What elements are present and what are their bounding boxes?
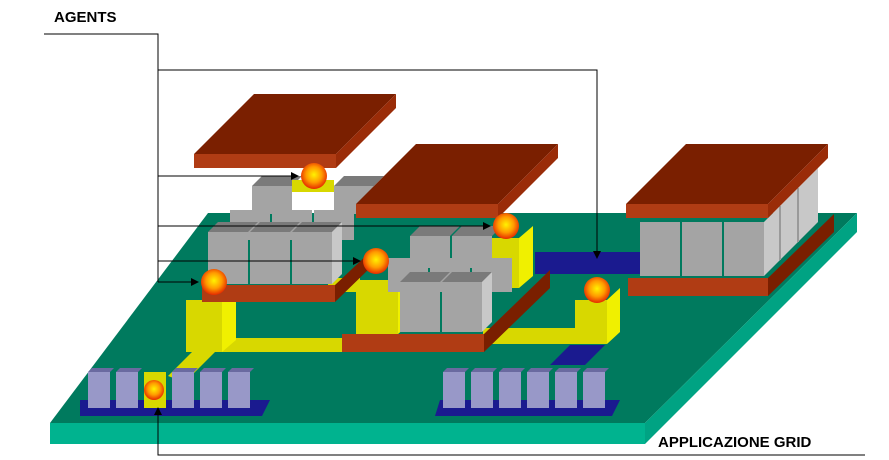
- agents-label: AGENTS: [54, 9, 117, 26]
- cluster-center-base-side: [484, 270, 550, 352]
- chip: [471, 372, 493, 408]
- connector-left-pillar: [186, 300, 222, 352]
- cluster-right-block: [682, 222, 722, 276]
- cluster-right-block: [640, 222, 680, 276]
- bus-right-diagonal: [550, 345, 605, 365]
- connector-right-pillar-side: [607, 288, 620, 344]
- chip: [555, 372, 577, 408]
- bus-upper: [535, 252, 640, 274]
- chip: [200, 372, 222, 408]
- agent-sphere: [363, 248, 389, 274]
- agent-sphere-grid: [144, 380, 164, 400]
- agents: [144, 163, 610, 400]
- connector-right-top-side: [519, 226, 533, 288]
- board-front: [50, 423, 645, 444]
- cluster-center-base: [342, 334, 484, 352]
- cluster-left-base-side: [335, 252, 370, 302]
- cluster-left-block: [292, 232, 332, 284]
- cluster-right-base: [628, 278, 768, 296]
- cluster-right-base-side: [768, 214, 834, 296]
- chip: [228, 372, 250, 408]
- cluster-left-block: [250, 232, 290, 284]
- roof-center: [356, 144, 558, 218]
- chip: [88, 372, 110, 408]
- agent-sphere: [584, 277, 610, 303]
- cluster-left-base: [202, 285, 335, 302]
- board-right-side: [645, 213, 857, 444]
- agent-sphere: [493, 213, 519, 239]
- cluster-center-block: [400, 282, 440, 332]
- cluster-left: [202, 176, 384, 302]
- grid-label-underline: [154, 407, 865, 456]
- cluster-right: [628, 168, 834, 296]
- cluster-center: [342, 226, 550, 352]
- grid-application-label: APPLICAZIONE GRID: [658, 434, 812, 451]
- grid-leader-line: [154, 407, 865, 456]
- connector-left-pillar-side: [222, 288, 236, 352]
- agents-label-underline: [44, 33, 159, 282]
- roof-right: [626, 144, 828, 218]
- chip: [443, 372, 465, 408]
- connector-right-pillar: [575, 300, 607, 344]
- chip: [172, 372, 194, 408]
- roof-left: [194, 94, 396, 168]
- agent-sphere: [201, 269, 227, 295]
- chip-row-right: [443, 368, 609, 408]
- chip: [527, 372, 549, 408]
- chip: [116, 372, 138, 408]
- agents-leader-lines: [44, 33, 601, 286]
- arrow-to-bus: [158, 69, 601, 259]
- agent-sphere: [301, 163, 327, 189]
- connector-right-bar: [483, 328, 585, 344]
- chip: [499, 372, 521, 408]
- cluster-center-block: [442, 282, 482, 332]
- cluster-right-block: [724, 222, 764, 276]
- chip: [583, 372, 605, 408]
- connector-left-bar: [218, 338, 345, 352]
